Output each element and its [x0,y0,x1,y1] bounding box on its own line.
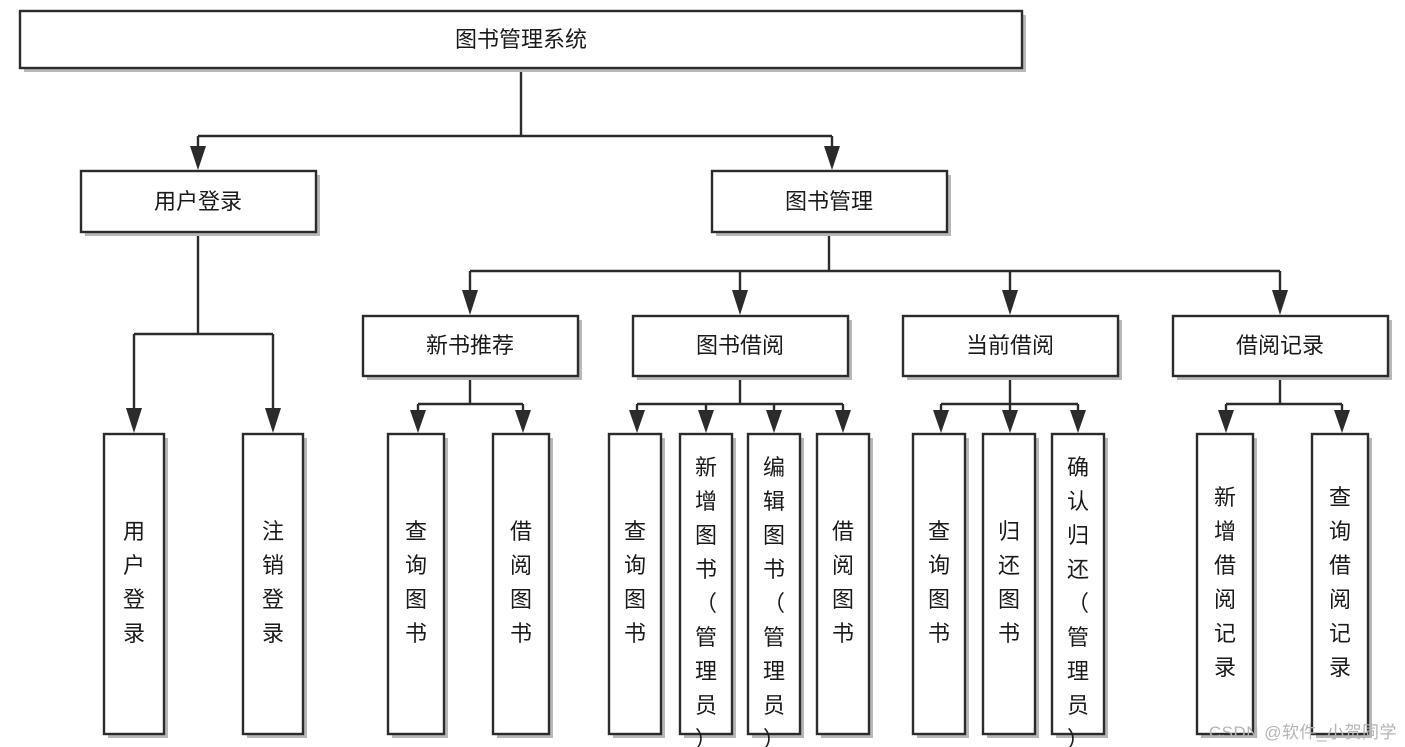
node-leaf-borrow-book-1[interactable]: 借阅图书 [491,432,553,738]
node-leaf-query-record-label: 查询借阅记录 [1329,485,1351,680]
node-leaf-user-login-label: 用户登录 [123,519,145,646]
node-leaf-borrow-book-2[interactable]: 借阅图书 [815,432,873,738]
node-new-book-rec-label: 新书推荐 [426,333,514,358]
edge-newbook-to-leaves [410,376,531,433]
node-leaf-add-book-label: 新增图书（管理员） [695,455,717,747]
node-root-label: 图书管理系统 [455,27,587,52]
connector-layer [126,68,1350,433]
node-leaf-query-book-1-label: 查询图书 [405,519,427,646]
node-leaf-user-login[interactable]: 用户登录 [102,432,168,738]
node-leaf-query-book-2[interactable]: 查询图书 [607,432,665,738]
node-leaf-query-book-3-label: 查询图书 [928,519,950,646]
edge-root-to-level1 [190,68,840,170]
node-current-borrow[interactable]: 当前借阅 [901,314,1122,380]
node-new-book-rec[interactable]: 新书推荐 [361,314,582,380]
node-leaf-edit-book[interactable]: 编辑图书（管理员） [746,432,804,747]
node-leaf-query-book-1[interactable]: 查询图书 [386,432,448,738]
node-book-borrow[interactable]: 图书借阅 [631,314,852,380]
node-leaf-return-book[interactable]: 归还图书 [981,432,1039,738]
node-current-borrow-label: 当前借阅 [966,333,1054,358]
node-root[interactable]: 图书管理系统 [18,9,1026,72]
node-leaf-logout-label: 注销登录 [262,519,284,646]
node-leaf-query-book-3[interactable]: 查询图书 [911,432,969,738]
node-leaf-add-record[interactable]: 新增借阅记录 [1195,432,1257,738]
node-leaf-borrow-book-2-label: 借阅图书 [832,519,854,646]
node-leaf-query-record[interactable]: 查询借阅记录 [1310,432,1372,738]
edge-bookmanage-to-level2 [462,232,1288,315]
node-leaf-confirm-return[interactable]: 确认归还（管理员） [1050,432,1108,747]
node-user-login[interactable]: 用户登录 [79,169,320,236]
node-leaf-confirm-return-label: 确认归还（管理员） [1067,455,1089,747]
node-leaf-edit-book-label: 编辑图书（管理员） [763,455,785,747]
node-leaf-add-book[interactable]: 新增图书（管理员） [678,432,736,747]
node-leaf-add-record-label: 新增借阅记录 [1214,485,1236,680]
edge-userlogin-to-leaves [126,232,281,433]
node-leaf-return-book-label: 归还图书 [998,519,1020,646]
node-leaf-logout[interactable]: 注销登录 [241,432,307,738]
node-leaf-borrow-book-1-label: 借阅图书 [510,519,532,646]
node-book-borrow-label: 图书借阅 [696,333,784,358]
node-book-manage[interactable]: 图书管理 [710,169,951,236]
node-borrow-record[interactable]: 借阅记录 [1171,314,1392,380]
node-user-login-label: 用户登录 [154,189,242,214]
edge-currentborrow-to-leaves [933,376,1086,433]
node-book-manage-label: 图书管理 [785,189,873,214]
edge-bookborrow-to-leaves [629,376,851,433]
node-borrow-record-label: 借阅记录 [1236,333,1324,358]
edge-borrowrecord-to-leaves [1218,376,1350,433]
node-leaf-query-book-2-label: 查询图书 [624,519,646,646]
